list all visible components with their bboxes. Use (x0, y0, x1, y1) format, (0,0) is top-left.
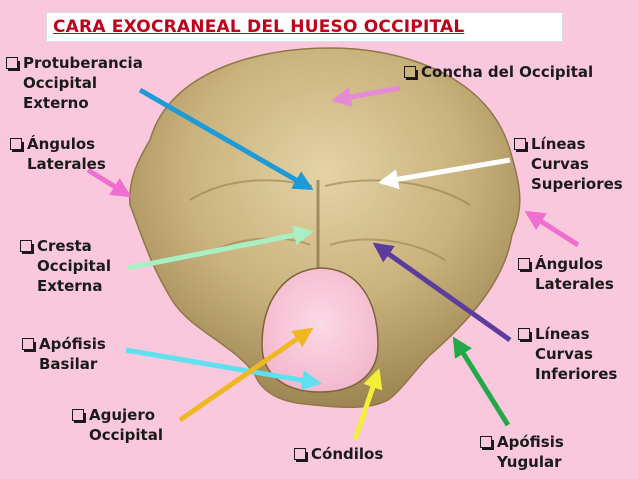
label-line: Inferiores (535, 365, 618, 383)
page-title: CARA EXOCRANEAL DEL HUESO OCCIPITAL (53, 17, 465, 37)
label-line: Apófisis (39, 335, 106, 353)
label-line: Apófisis (497, 433, 564, 451)
label-line: Occipital (37, 257, 111, 275)
label-condilos: Cóndilos (294, 444, 383, 464)
arrow-apofisis-basilar (125, 347, 322, 391)
label-lineas-inferiores: Líneas Curvas Inferiores (518, 324, 617, 384)
label-lineas-superiores: Líneas Curvas Superiores (514, 134, 623, 194)
label-line: Laterales (27, 155, 106, 173)
arrow-apofisis-yugular (452, 336, 511, 427)
label-concha: Concha del Occipital (404, 62, 593, 82)
checkbox-bullet-icon (518, 328, 532, 342)
arrow-condilos (352, 368, 383, 441)
checkbox-bullet-icon (22, 338, 36, 352)
label-line: Basilar (39, 355, 98, 373)
foramen-magnum (261, 267, 379, 393)
checkbox-bullet-icon (10, 138, 24, 152)
checkbox-bullet-icon (72, 409, 86, 423)
label-line: Curvas (531, 155, 589, 173)
label-apofisis-basilar: Apófisis Basilar (22, 334, 106, 374)
checkbox-bullet-icon (514, 138, 528, 152)
label-line: Cóndilos (311, 445, 384, 463)
arrow-angulos-left (86, 167, 132, 198)
label-line: Concha del Occipital (421, 63, 594, 81)
title-box: CARA EXOCRANEAL DEL HUESO OCCIPITAL (46, 12, 563, 42)
arrow-concha (331, 85, 401, 107)
checkbox-bullet-icon (20, 240, 34, 254)
label-angulos-left: Ángulos Laterales (10, 134, 106, 174)
label-apofisis-yugular: Apófisis Yugular (480, 432, 564, 472)
label-line: Agujero (89, 406, 156, 424)
label-line: Yugular (497, 453, 562, 471)
label-line: Protuberancia (23, 54, 143, 72)
checkbox-bullet-icon (294, 448, 308, 462)
label-protuberancia: Protuberancia Occipital Externo (6, 53, 143, 113)
label-line: Curvas (535, 345, 593, 363)
checkbox-bullet-icon (518, 258, 532, 272)
bone-ridge (329, 238, 446, 261)
arrow-lineas-inferiores (372, 242, 512, 343)
arrow-agujero (178, 327, 314, 423)
label-line: Laterales (535, 275, 614, 293)
label-line: Externo (23, 94, 89, 112)
label-line: Líneas (535, 325, 590, 343)
label-line: Occipital (23, 74, 97, 92)
label-line: Ángulos (535, 255, 604, 273)
label-agujero: Agujero Occipital (72, 405, 163, 445)
label-line: Externa (37, 277, 103, 295)
label-angulos-right: Ángulos Laterales (518, 254, 614, 294)
label-line: Líneas (531, 135, 586, 153)
label-cresta: Cresta Occipital Externa (20, 236, 111, 296)
checkbox-bullet-icon (6, 57, 20, 71)
checkbox-bullet-icon (404, 66, 418, 80)
checkbox-bullet-icon (480, 436, 494, 450)
arrow-lineas-superiores (378, 157, 511, 190)
arrow-protuberancia (138, 87, 314, 191)
arrow-angulos-right (524, 210, 580, 248)
label-line: Superiores (531, 175, 623, 193)
label-line: Cresta (37, 237, 92, 255)
arrow-cresta (127, 225, 314, 271)
label-line: Occipital (89, 426, 163, 444)
label-line: Ángulos (27, 135, 96, 153)
